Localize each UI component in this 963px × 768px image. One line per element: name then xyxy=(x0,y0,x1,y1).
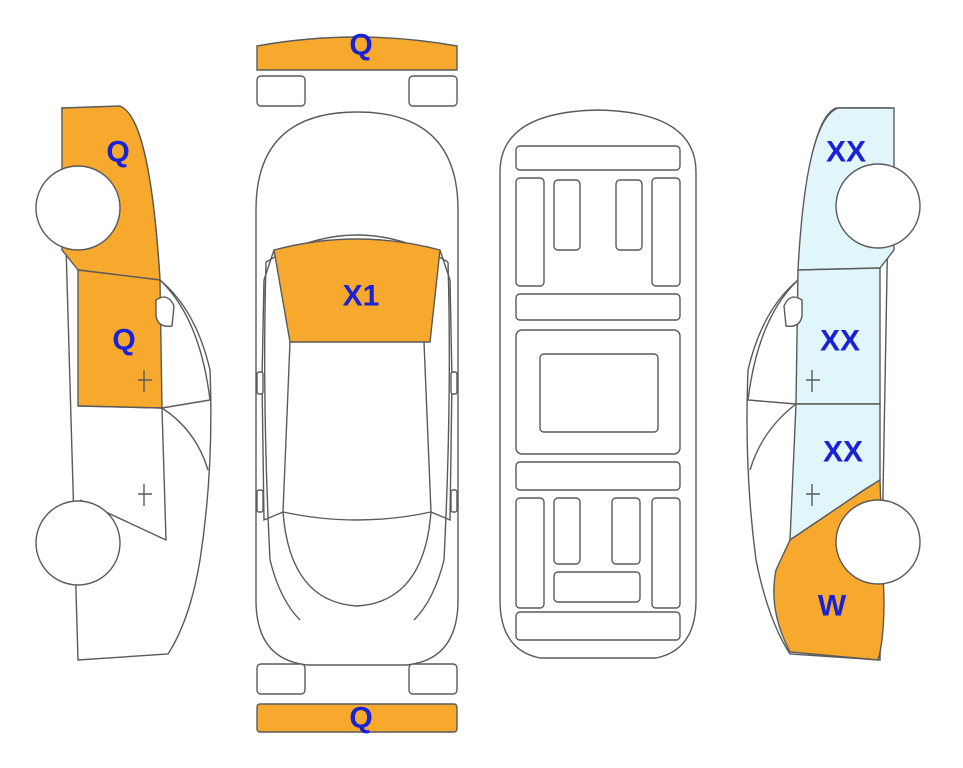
underside-part-7 xyxy=(611,497,641,565)
right-side-view: XX XX XX W xyxy=(746,107,921,661)
left-side-mirror xyxy=(155,296,175,327)
top-view-left-sill xyxy=(263,261,301,621)
left-rear-door-line xyxy=(77,405,167,542)
left-rear-wheel xyxy=(35,500,121,586)
underside-part-5 xyxy=(515,497,545,609)
left-front-handle xyxy=(138,370,152,392)
rear-bumper-group: Q xyxy=(256,663,458,735)
right-rear-quarter-label: XX xyxy=(826,136,866,169)
left-front-wheel xyxy=(35,165,121,251)
front-bumper-panel[interactable] xyxy=(256,36,458,71)
right-rear-door-label: XX xyxy=(820,325,860,358)
top-view-rear-window xyxy=(282,511,432,607)
underside-bar-4 xyxy=(553,571,641,603)
left-front-door-label: Q xyxy=(112,324,135,357)
underside-front-bar xyxy=(515,145,681,171)
left-mirror xyxy=(256,371,264,395)
front-left-light xyxy=(256,75,306,107)
left-handle xyxy=(256,489,264,513)
left-side-window xyxy=(159,279,211,409)
right-front-wheel xyxy=(835,499,921,585)
underside-rear-bar xyxy=(515,611,681,641)
underside-part-8 xyxy=(651,497,681,609)
right-side-mirror xyxy=(783,296,803,327)
top-view-roof xyxy=(282,341,432,521)
right-front-fender-label: W xyxy=(818,590,847,623)
underside-part-2 xyxy=(553,179,581,251)
underside-tank xyxy=(539,353,659,433)
top-view-body xyxy=(255,111,459,666)
rear-left-light xyxy=(256,663,306,695)
right-side-roof-line xyxy=(749,403,797,471)
rear-right-light xyxy=(408,663,458,695)
left-front-fender-label: Q xyxy=(106,136,129,169)
windshield-label: X1 xyxy=(343,280,380,313)
right-rear-handle xyxy=(806,484,820,506)
underside-bar-2 xyxy=(515,293,681,321)
right-rear-wheel xyxy=(835,163,921,249)
rear-bumper-panel[interactable] xyxy=(256,703,458,733)
underside-view xyxy=(499,109,697,659)
right-mirror xyxy=(450,371,458,395)
underside-part-1 xyxy=(515,177,545,287)
top-view-right-sill xyxy=(413,261,451,621)
front-bumper-group: Q xyxy=(256,29,458,107)
right-side-window xyxy=(747,279,799,405)
rear-bumper-label: Q xyxy=(349,702,372,735)
underside-part-4 xyxy=(651,177,681,287)
right-front-door-label: XX xyxy=(823,436,863,469)
right-front-handle xyxy=(806,370,820,392)
underside-bar-3 xyxy=(515,461,681,491)
left-side-roof-line xyxy=(161,407,209,471)
underside-part-3 xyxy=(615,179,643,251)
front-right-light xyxy=(408,75,458,107)
front-bumper-label: Q xyxy=(349,29,372,62)
windshield-panel[interactable] xyxy=(273,238,441,343)
right-handle xyxy=(450,489,458,513)
underside-part-6 xyxy=(553,497,581,565)
left-rear-handle xyxy=(138,484,152,506)
top-view: X1 xyxy=(255,111,459,666)
left-side-view: Q Q xyxy=(35,105,212,661)
